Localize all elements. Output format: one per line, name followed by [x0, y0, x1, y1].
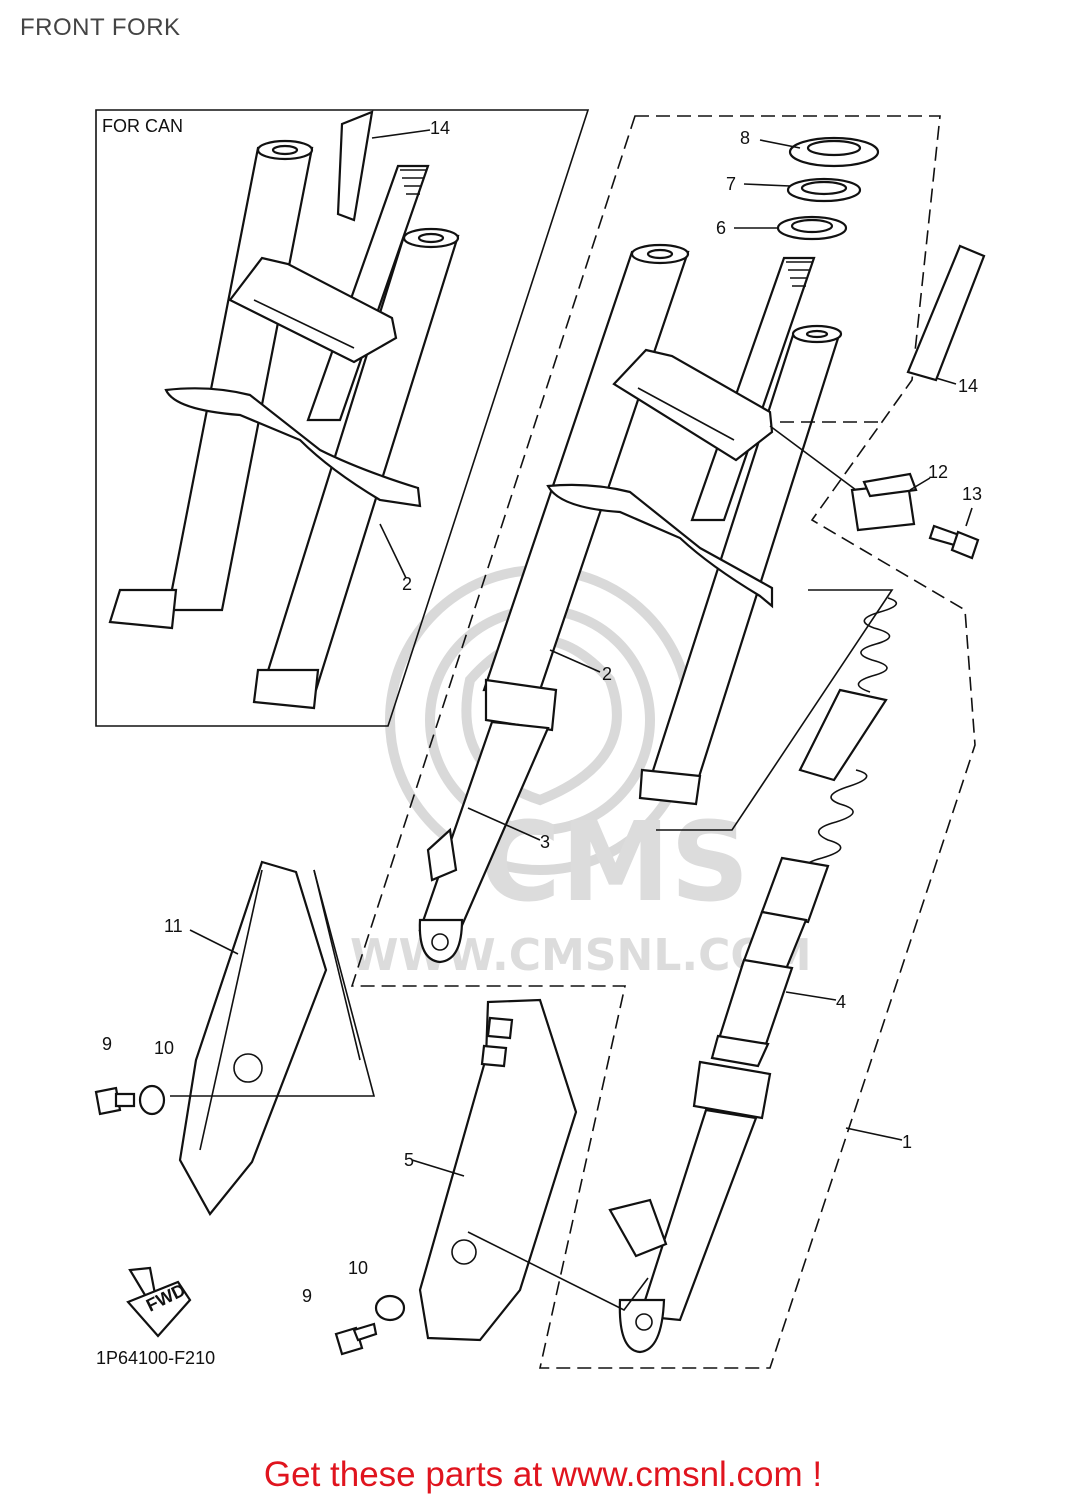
- watermark-logo-text: CMS: [480, 798, 749, 926]
- callout-7: 8: [740, 128, 750, 148]
- page-title: FRONT FORK: [20, 14, 181, 41]
- callout-14-b: 14: [958, 376, 978, 396]
- callout-14-a: 14: [430, 118, 450, 138]
- callout-1: 1: [902, 1132, 912, 1152]
- callout-2-a: 2: [402, 574, 412, 594]
- callout-10-b: 10: [348, 1258, 368, 1278]
- callout-9-b: 9: [302, 1286, 312, 1306]
- callout-2-b: 2: [602, 664, 612, 684]
- inset-for-can: FOR CAN 14 2: [95, 109, 590, 727]
- callout-13: 13: [962, 484, 982, 504]
- callout-10-a: 10: [154, 1038, 174, 1058]
- inset-label: FOR CAN: [102, 116, 183, 136]
- seal-stack: 8 7 6: [716, 128, 880, 241]
- parts-diagram: CMS WWW.CMSNL.COM FOR CAN 14 2: [94, 109, 986, 1369]
- callout-4: 4: [836, 992, 846, 1012]
- callout-9-a: 9: [102, 1034, 112, 1054]
- fork-guard-right: 5 10 9: [302, 998, 649, 1356]
- fwd-arrow-icon: FWD: [126, 1266, 192, 1338]
- callout-3: 3: [540, 832, 550, 852]
- callout-8: 5: [404, 1150, 414, 1170]
- assembly-boundary: [350, 115, 976, 1369]
- callout-12: 12: [928, 462, 948, 482]
- callout-11: 11: [164, 916, 183, 936]
- main-fork: 3 2 14 12 13: [418, 243, 986, 964]
- fork-guard-left: 11 9 10: [94, 860, 376, 1216]
- footer-link[interactable]: Get these parts at www.cmsnl.com !: [263, 1455, 823, 1494]
- callout-5: 6: [716, 218, 726, 238]
- diagram-code: 1P64100-F210: [96, 1348, 215, 1368]
- damper-assembly: 4 1: [608, 597, 912, 1354]
- callout-6: 7: [726, 174, 736, 194]
